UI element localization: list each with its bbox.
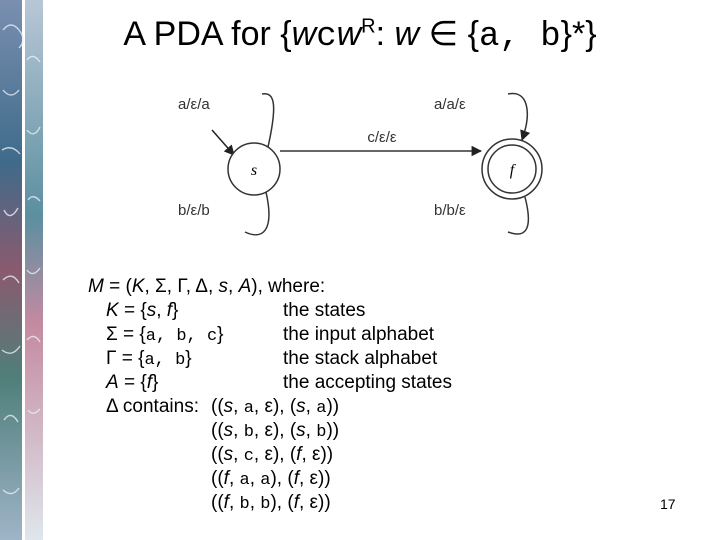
state-s-label: s [251,162,257,179]
accepting-states-definition: A = {f}the accepting states [88,371,325,395]
transition-pair-5: ((f, b, b), (f, ε)) [211,491,331,517]
transition-row: ((f, b, b), (f, ε)) [88,491,325,515]
definition-header: M = (K, Σ, Γ, Δ, s, A), where: [88,275,325,299]
transition-label-c: c/ε/ε [367,129,397,146]
self-loop-s-bottom [245,192,269,235]
accepting-states-description: the accepting states [283,371,452,395]
slide-number: 17 [660,496,676,512]
transition-row: ((s, c, ε), (f, ε)) [88,443,325,467]
self-loop-s-top [262,94,274,147]
states-definition: K = {s, f}the states [88,299,325,323]
start-arrow [212,130,234,155]
transition-label-b-pop: b/b/ε [434,202,466,219]
transition-label-b-push: b/ε/b [178,202,210,219]
pda-definition: M = (K, Σ, Γ, Δ, s, A), where: K = {s, f… [88,275,325,515]
transition-relation-row: Δ contains:((s, a, ε), (s, a)) [88,395,325,419]
stack-alphabet-definition: Γ = {a, b}the stack alphabet [88,347,325,371]
states-description: the states [283,299,365,323]
pda-state-diagram: s f c/ε/ε a/ε/a b/ε/b a/a/ε b/b/ε [150,82,570,242]
self-loop-f-bottom [508,197,528,234]
transition-pair-2: ((s, b, ε), (s, b)) [211,419,339,445]
transition-label-a-push: a/ε/a [178,96,210,113]
stack-alphabet-description: the stack alphabet [283,347,437,371]
transition-label-a-pop: a/a/ε [434,96,466,113]
slide-title: A PDA for {wcwR: w ∈ {a, b}*} [0,14,720,56]
decorative-edge-art [0,0,48,540]
transition-pair-3: ((s, c, ε), (f, ε)) [211,443,333,469]
input-alphabet-description: the input alphabet [283,323,434,347]
transition-pair-1: ((s, a, ε), (s, a)) [211,395,339,421]
transition-row: ((f, a, a), (f, ε)) [88,467,325,491]
transition-pair-4: ((f, a, a), (f, ε)) [211,467,331,493]
transition-row: ((s, b, ε), (s, b)) [88,419,325,443]
self-loop-f-top [508,94,527,140]
input-alphabet-definition: Σ = {a, b, c}the input alphabet [88,323,325,347]
